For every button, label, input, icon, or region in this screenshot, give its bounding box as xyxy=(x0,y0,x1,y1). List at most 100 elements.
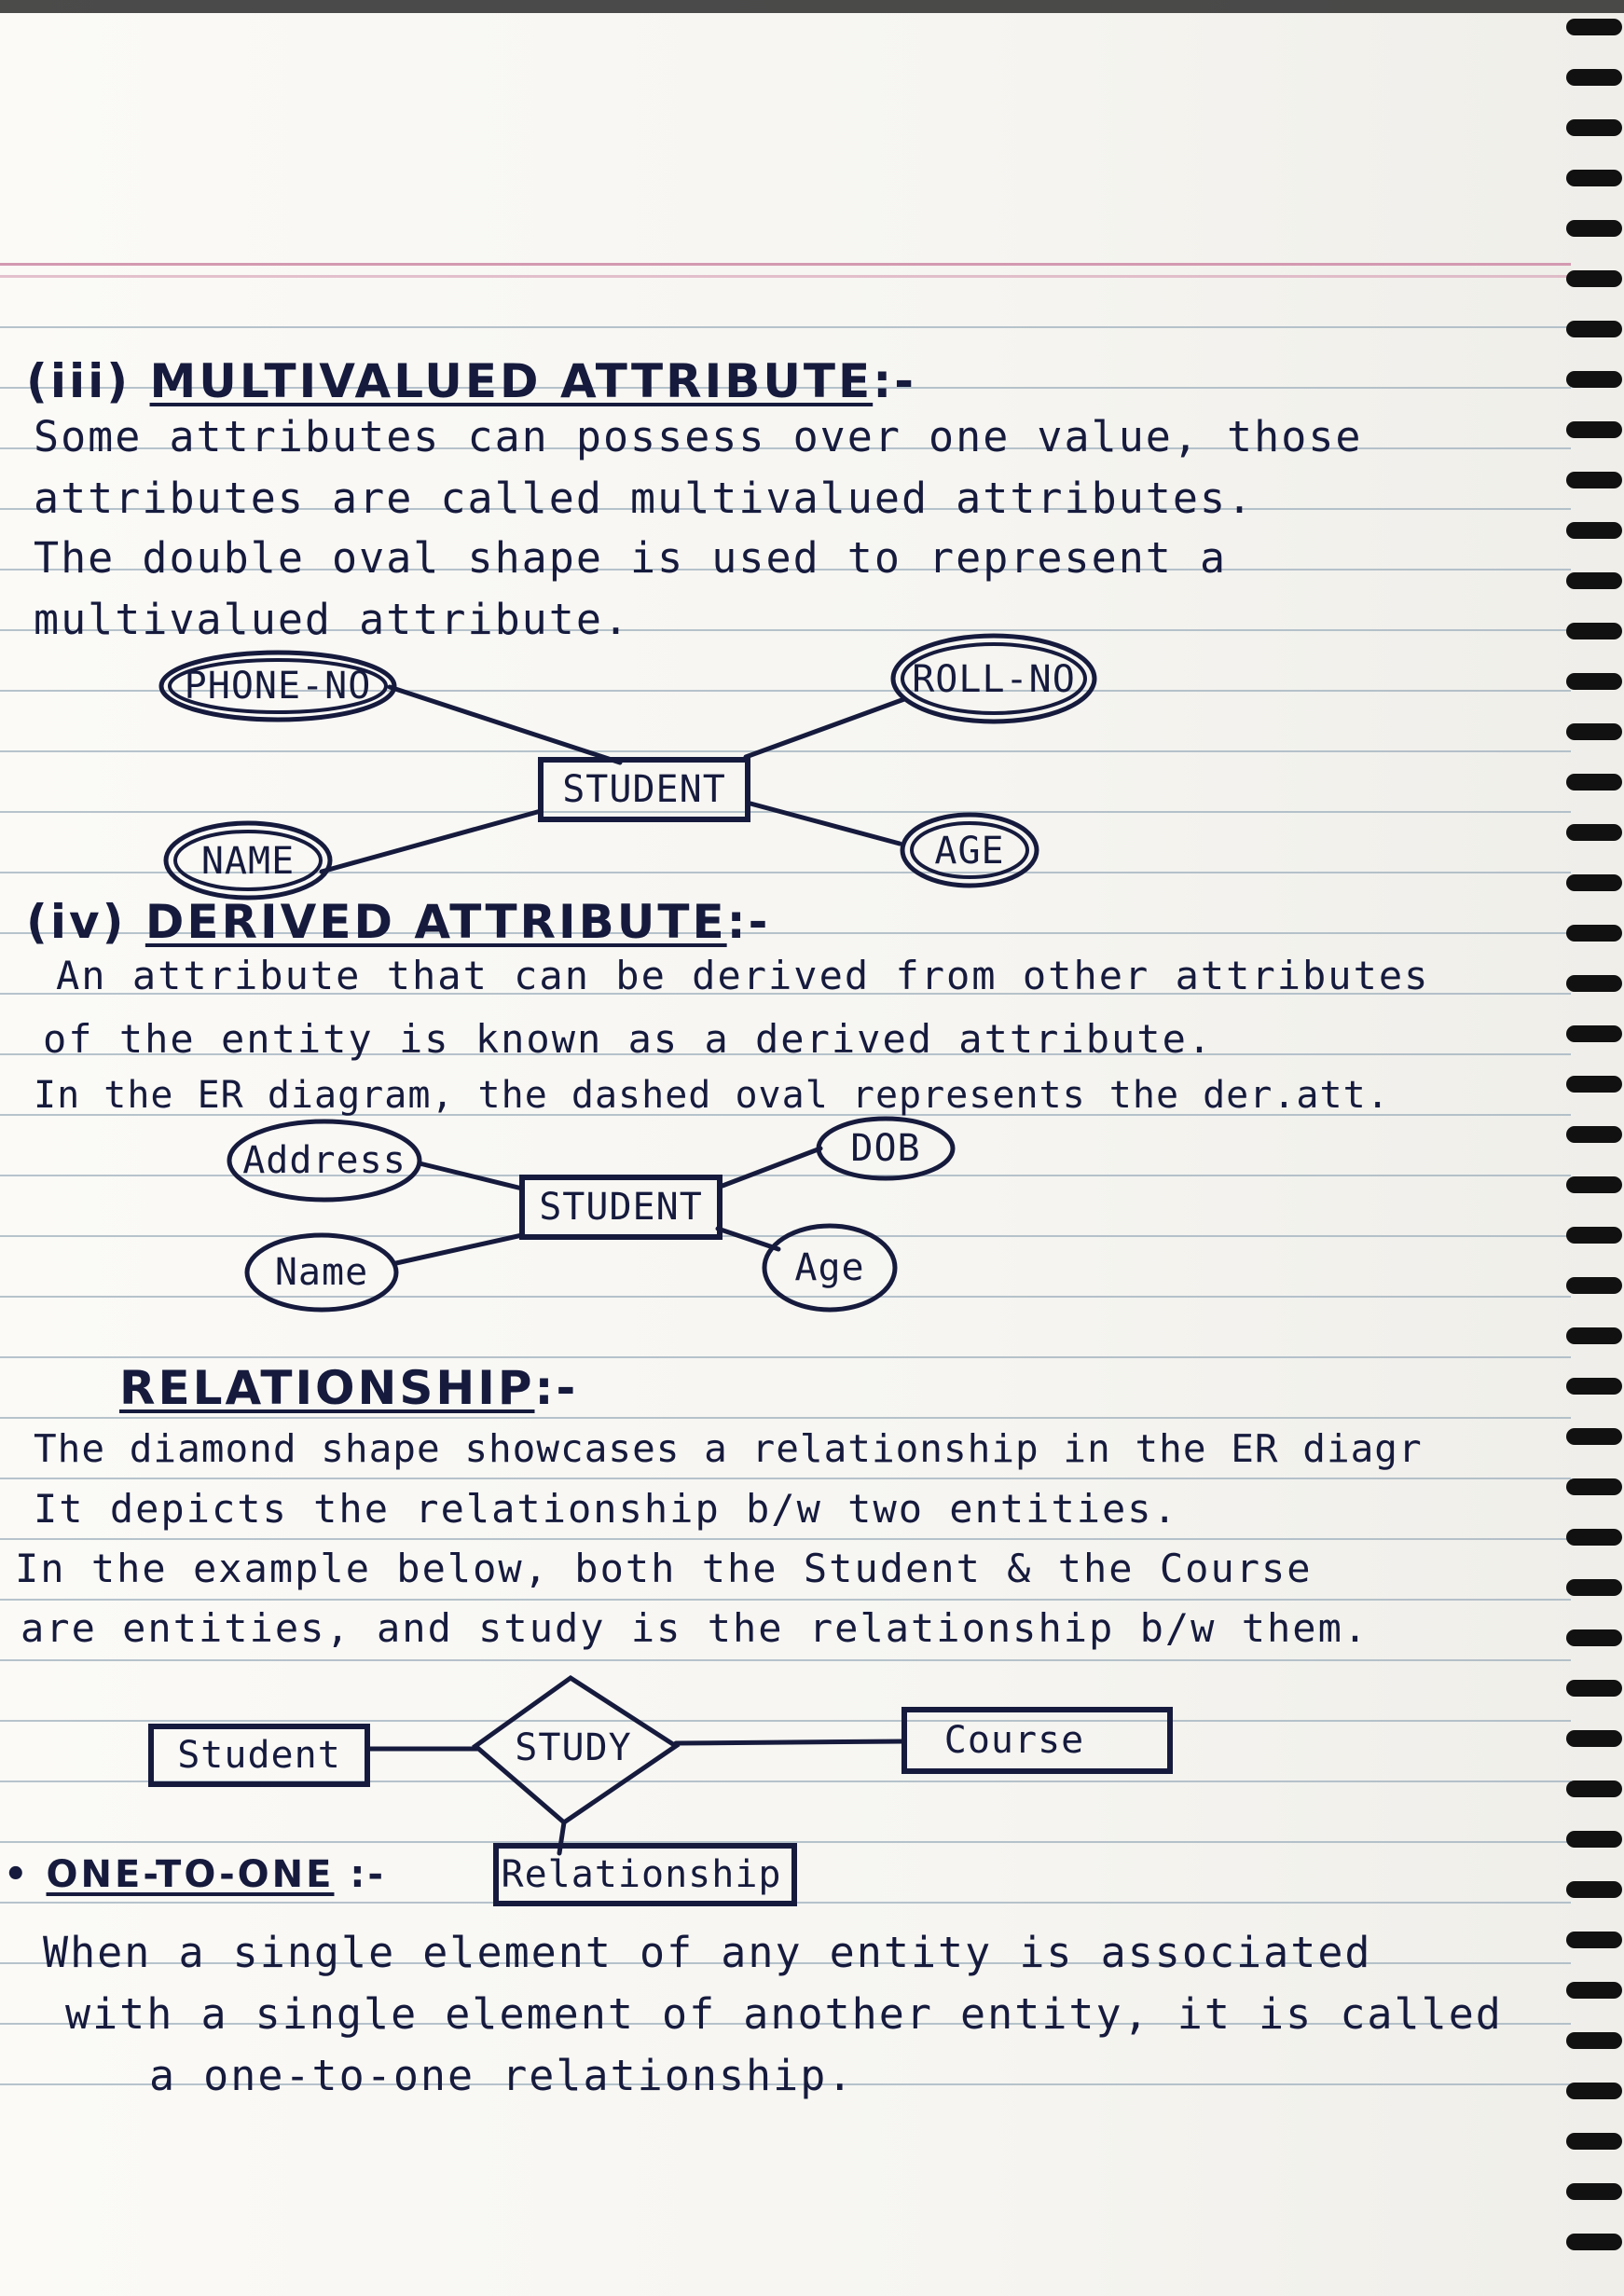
heading-suffix: :- xyxy=(350,1853,387,1896)
svg-text:Address: Address xyxy=(242,1139,406,1182)
derived-diagram: STUDENT Address DOB Name Age xyxy=(227,1116,956,1313)
spiral-coil xyxy=(1566,673,1622,690)
heading-title: MULTIVALUED ATTRIBUTE xyxy=(149,354,874,408)
double-oval-attribute: AGE xyxy=(900,812,1039,888)
connector-line xyxy=(387,684,623,765)
spiral-coil xyxy=(1566,1680,1622,1697)
connector-line xyxy=(393,1232,525,1266)
ruled-line xyxy=(0,2023,1571,2025)
connector-line xyxy=(748,801,902,846)
spiral-coil xyxy=(1566,1881,1622,1898)
margin-line xyxy=(0,263,1571,266)
ruled-line xyxy=(0,1962,1571,1964)
ruled-line xyxy=(0,387,1571,389)
ruled-line xyxy=(0,629,1571,631)
heading-title: ONE-TO-ONE xyxy=(46,1853,335,1896)
section-heading-multivalued: (iii) MULTIVALUED ATTRIBUTE:- xyxy=(26,354,916,408)
connector-line xyxy=(319,808,544,874)
ruled-line xyxy=(0,1053,1571,1055)
double-oval-attribute: ROLL-NO xyxy=(890,633,1097,724)
svg-text:STUDY: STUDY xyxy=(515,1726,631,1769)
ruled-line xyxy=(0,750,1571,752)
spiral-coil xyxy=(1566,371,1622,388)
ruled-line xyxy=(0,569,1571,571)
svg-text:Student: Student xyxy=(177,1734,341,1777)
spiral-coil xyxy=(1566,1378,1622,1395)
spiral-coil xyxy=(1566,874,1622,891)
svg-text:NAME: NAME xyxy=(201,840,295,883)
spiral-coil xyxy=(1566,1176,1622,1193)
entity-box-left xyxy=(148,1724,370,1787)
ruled-line xyxy=(0,1599,1571,1601)
caption-box xyxy=(493,1843,797,1906)
ruled-line xyxy=(0,690,1571,692)
section-heading-relationship: RELATIONSHIP:- xyxy=(119,1361,578,1415)
double-oval-attribute: PHONE-NO xyxy=(158,650,397,722)
ruled-line xyxy=(0,1780,1571,1782)
ruled-line xyxy=(0,447,1571,449)
svg-text:ROLL-NO: ROLL-NO xyxy=(912,658,1076,701)
paragraph-line: In the example below, both the Student &… xyxy=(15,1546,1313,1591)
spiral-coil xyxy=(1566,69,1622,86)
section-heading-derived: (iv) DERIVED ATTRIBUTE:- xyxy=(26,895,770,949)
oval-attribute: Address xyxy=(227,1119,422,1203)
svg-text:Name: Name xyxy=(275,1251,368,1294)
spiral-coil xyxy=(1566,2032,1622,2049)
spiral-coil xyxy=(1566,1982,1622,1999)
entity-label: STUDENT xyxy=(562,768,726,811)
paragraph-line: are entities, and study is the relations… xyxy=(21,1605,1369,1651)
paragraph-line: with a single element of another entity,… xyxy=(65,1989,1503,2039)
margin-line-2 xyxy=(0,275,1571,278)
spiral-coil xyxy=(1566,1730,1622,1747)
ruled-line xyxy=(0,1720,1571,1722)
svg-text:Relationship: Relationship xyxy=(502,1853,782,1896)
paragraph-line: multivalued attribute. xyxy=(34,595,631,644)
spiral-coil xyxy=(1566,1277,1622,1294)
paragraph-line: When a single element of any entity is a… xyxy=(43,1928,1372,1977)
spiral-coil xyxy=(1566,270,1622,287)
heading-title: RELATIONSHIP xyxy=(119,1361,535,1415)
ruled-line xyxy=(0,1478,1571,1479)
paragraph-line: The diamond shape showcases a relationsh… xyxy=(34,1426,1423,1471)
ruled-line xyxy=(0,508,1571,510)
ruled-line xyxy=(0,1114,1571,1116)
ruled-line xyxy=(0,1659,1571,1661)
spiral-coil xyxy=(1566,1478,1622,1495)
ruled-line xyxy=(0,1175,1571,1176)
spiral-coil xyxy=(1566,2083,1622,2099)
spiral-coil xyxy=(1566,1932,1622,1948)
heading-suffix: :- xyxy=(873,354,916,408)
spiral-coil xyxy=(1566,472,1622,488)
ruled-line xyxy=(0,1356,1571,1358)
heading-number: (iii) xyxy=(26,354,131,408)
spiral-coil xyxy=(1566,824,1622,841)
spiral-coil xyxy=(1566,522,1622,539)
entity-box-right xyxy=(901,1707,1173,1774)
svg-text:PHONE-NO: PHONE-NO xyxy=(185,665,372,708)
spiral-coil xyxy=(1566,1831,1622,1848)
paragraph-line: attributes are called multivalued attrib… xyxy=(34,474,1255,523)
spiral-coil xyxy=(1566,774,1622,791)
section-heading-one-to-one: • ONE-TO-ONE :- xyxy=(4,1853,386,1896)
spiral-coil xyxy=(1566,1227,1622,1244)
multivalued-diagram: STUDENT PHONE-NO ROLL-NO NAME AGE xyxy=(158,633,1097,901)
spiral-coil xyxy=(1566,2183,1622,2200)
connector-line xyxy=(720,1146,823,1189)
paragraph-line: The double oval shape is used to represe… xyxy=(34,533,1228,583)
connector-line xyxy=(743,696,907,760)
spiral-coil xyxy=(1566,1076,1622,1093)
spiral-coil xyxy=(1566,723,1622,740)
spiral-coil xyxy=(1566,1629,1622,1646)
spiral-coil xyxy=(1566,1025,1622,1042)
entity-box xyxy=(538,757,750,822)
connector-line xyxy=(417,1161,525,1191)
ruled-line xyxy=(0,993,1571,995)
ruled-line xyxy=(0,2083,1571,2085)
paragraph-line: It depicts the relationship b/w two enti… xyxy=(34,1486,1178,1532)
connector-line xyxy=(715,1226,781,1252)
entity-label: STUDENT xyxy=(539,1186,703,1229)
ruled-line xyxy=(0,872,1571,873)
spiral-coil xyxy=(1566,1579,1622,1596)
